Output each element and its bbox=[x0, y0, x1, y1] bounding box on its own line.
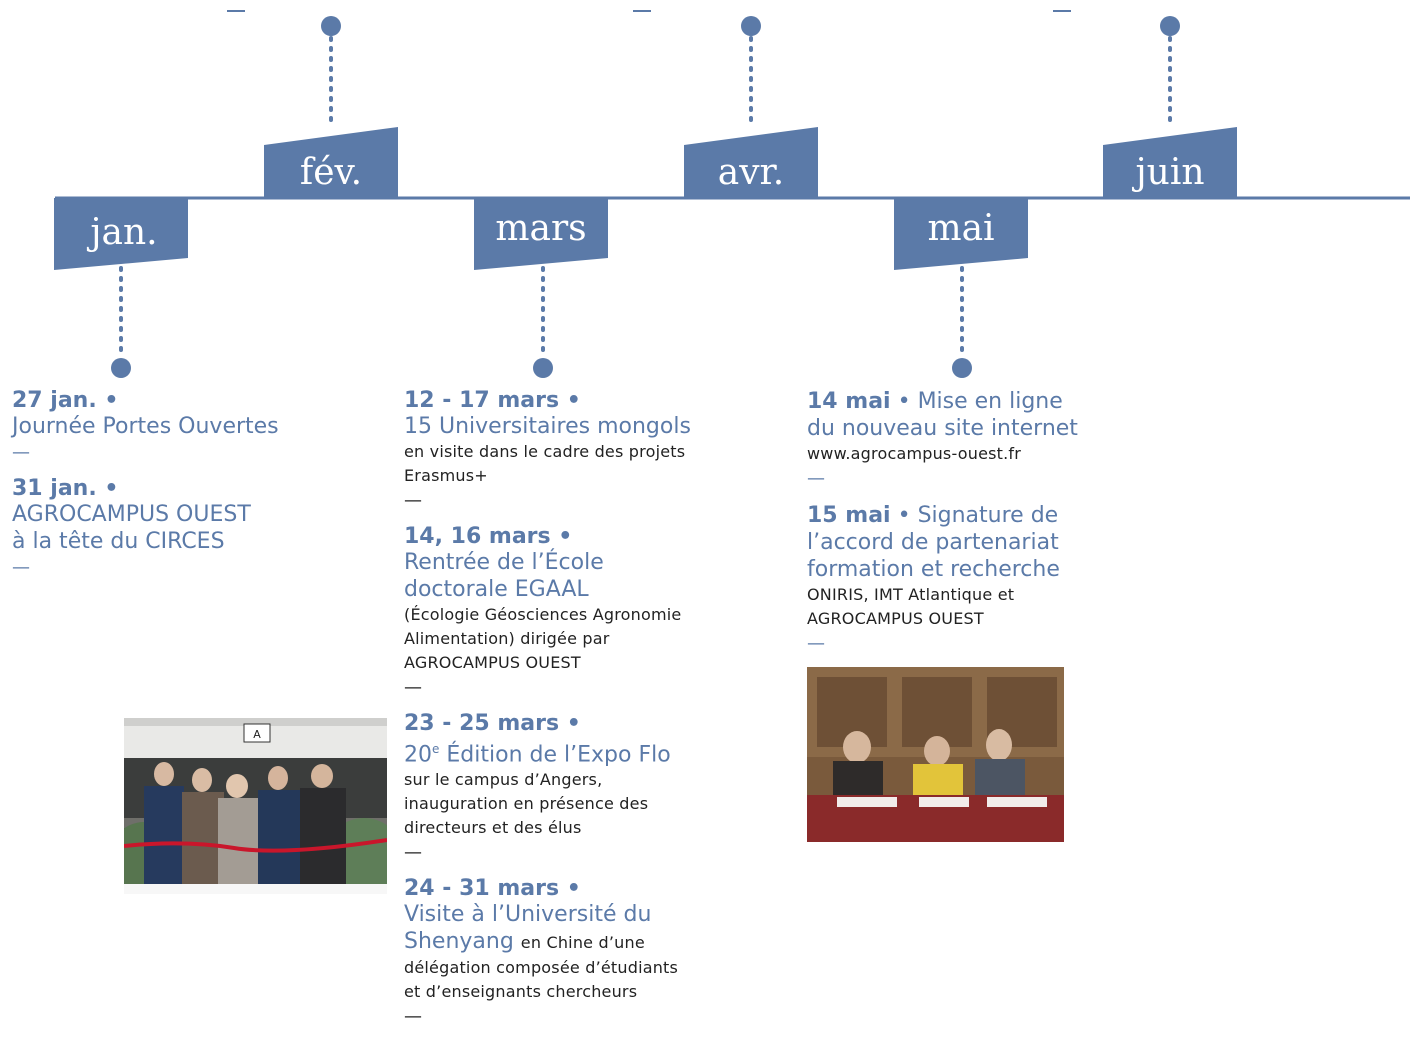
event-mai-14: 14 mai • Mise en ligne du nouveau site i… bbox=[807, 388, 1137, 490]
event-title-line: AGROCAMPUS OUEST bbox=[12, 502, 251, 527]
event-date: 31 jan. • bbox=[12, 476, 119, 501]
ribbon-cutting-photo: A bbox=[124, 718, 387, 894]
event-mars-14: 14, 16 mars • Rentrée de l’École doctora… bbox=[404, 524, 734, 699]
event-date: 12 - 17 mars • bbox=[404, 388, 581, 413]
event-desc-line: Erasmus+ bbox=[404, 466, 488, 485]
event-title-line: Visite à l’Université du bbox=[404, 902, 652, 928]
column-jan: 27 jan. • Journée Portes Ouvertes — 31 j… bbox=[12, 388, 332, 591]
event-desc-line: AGROCAMPUS OUEST bbox=[807, 609, 984, 628]
month-label-mai: mai bbox=[927, 208, 994, 249]
event-title-line: Shenyang bbox=[404, 929, 514, 955]
event-title: 15 Universitaires mongols bbox=[404, 413, 734, 440]
timeline: jan. fév. mars avr. mai juin bbox=[54, 10, 1410, 378]
event-jan-31: 31 jan. • AGROCAMPUS OUEST à la tête du … bbox=[12, 476, 332, 579]
month-label-juin: juin bbox=[1131, 152, 1204, 193]
event-desc-line: www.agrocampus-ouest.fr bbox=[807, 444, 1022, 463]
event-desc-line: inauguration en présence des bbox=[404, 794, 649, 814]
event-inline-description: en Chine d’une bbox=[520, 933, 645, 953]
event-date: 24 - 31 mars • bbox=[404, 876, 581, 902]
month-label-fev: fév. bbox=[300, 152, 362, 193]
column-mai: 14 mai • Mise en ligne du nouveau site i… bbox=[807, 388, 1137, 667]
event-title-line: l’accord de partenariat bbox=[807, 530, 1059, 555]
event-title-number: 20 bbox=[404, 742, 432, 768]
building-sign: A bbox=[253, 728, 261, 741]
event-title: 15 mai • Signature de l’accord de parten… bbox=[807, 502, 1137, 583]
month-label-jan: jan. bbox=[86, 212, 157, 253]
event-mai-15: 15 mai • Signature de l’accord de parten… bbox=[807, 502, 1137, 655]
separator: — bbox=[12, 442, 30, 463]
month-mars: mars bbox=[474, 198, 608, 378]
event-title-sup: e bbox=[432, 742, 440, 756]
month-juin: juin bbox=[1103, 16, 1237, 198]
event-title-inline: • Signature de bbox=[897, 503, 1059, 528]
event-title-line: formation et recherche bbox=[807, 557, 1060, 582]
event-title: Rentrée de l’École doctorale EGAAL bbox=[404, 549, 734, 603]
event-title-line: Édition de l’Expo Flo bbox=[446, 742, 671, 768]
event-desc-line: AGROCAMPUS OUEST bbox=[404, 653, 581, 672]
event-mars-12: 12 - 17 mars • 15 Universitaires mongols… bbox=[404, 388, 734, 512]
separator: — bbox=[404, 842, 422, 864]
separator: — bbox=[404, 1006, 422, 1028]
month-mai: mai bbox=[894, 198, 1028, 378]
event-title-line: Journée Portes Ouvertes bbox=[12, 414, 279, 439]
event-title-line: Rentrée de l’École bbox=[404, 550, 604, 575]
event-title: 14 mai • Mise en ligne du nouveau site i… bbox=[807, 388, 1137, 442]
separator: — bbox=[404, 677, 422, 698]
event-description: sur le campus d’Angers, inauguration en … bbox=[404, 768, 734, 840]
event-title-line: doctorale EGAAL bbox=[404, 577, 589, 602]
event-description: en visite dans le cadre des projets Eras… bbox=[404, 440, 734, 488]
event-title-line: 15 Universitaires mongols bbox=[404, 414, 691, 439]
event-date: 27 jan. • bbox=[12, 388, 119, 413]
separator: — bbox=[12, 557, 30, 578]
event-title: Journée Portes Ouvertes bbox=[12, 413, 332, 440]
month-label-mars: mars bbox=[495, 208, 586, 249]
separator: — bbox=[807, 468, 825, 489]
event-description: (Écologie Géosciences Agronomie Alimenta… bbox=[404, 603, 734, 675]
event-description: www.agrocampus-ouest.fr bbox=[807, 442, 1137, 466]
event-desc-line: ONIRIS, IMT Atlantique et bbox=[807, 585, 1015, 604]
event-title: 20e Édition de l’Expo Flo bbox=[404, 736, 734, 768]
event-desc-line: et d’enseignants chercheurs bbox=[404, 982, 638, 1002]
event-jan-27: 27 jan. • Journée Portes Ouvertes — bbox=[12, 388, 332, 464]
event-mars-23: 23 - 25 mars • 20e Édition de l’Expo Flo… bbox=[404, 711, 734, 864]
event-title-line: du nouveau site internet bbox=[807, 416, 1078, 441]
event-desc-line: (Écologie Géosciences Agronomie bbox=[404, 605, 682, 624]
event-title: AGROCAMPUS OUEST à la tête du CIRCES bbox=[12, 501, 332, 555]
separator: — bbox=[404, 490, 422, 511]
column-mars: 12 - 17 mars • 15 Universitaires mongols… bbox=[404, 388, 734, 1040]
event-desc-line: directeurs et des élus bbox=[404, 818, 582, 838]
event-mars-24: 24 - 31 mars • Visite à l’Université du … bbox=[404, 876, 734, 1028]
event-title-inline: • Mise en ligne bbox=[897, 389, 1063, 414]
event-date: 23 - 25 mars • bbox=[404, 711, 581, 736]
event-date: 14, 16 mars • bbox=[404, 524, 573, 549]
month-jan: jan. bbox=[54, 198, 188, 378]
month-fev: fév. bbox=[264, 16, 398, 198]
event-title-line: à la tête du CIRCES bbox=[12, 529, 225, 554]
separator: — bbox=[807, 633, 825, 654]
event-date: 14 mai bbox=[807, 389, 891, 414]
month-label-avr: avr. bbox=[718, 152, 785, 193]
event-title: Visite à l’Université du Shenyang en Chi… bbox=[404, 901, 734, 956]
event-date: 15 mai bbox=[807, 503, 891, 528]
event-desc-line: Alimentation) dirigée par bbox=[404, 629, 610, 648]
event-desc-line: délégation composée d’étudiants bbox=[404, 958, 679, 978]
event-desc-line: sur le campus d’Angers, bbox=[404, 770, 603, 790]
month-avr: avr. bbox=[684, 16, 818, 198]
event-description: délégation composée d’étudiants et d’ens… bbox=[404, 956, 734, 1004]
event-description: ONIRIS, IMT Atlantique et AGROCAMPUS OUE… bbox=[807, 583, 1137, 631]
event-desc-line: en visite dans le cadre des projets bbox=[404, 442, 686, 461]
signing-ceremony-photo bbox=[807, 667, 1064, 842]
